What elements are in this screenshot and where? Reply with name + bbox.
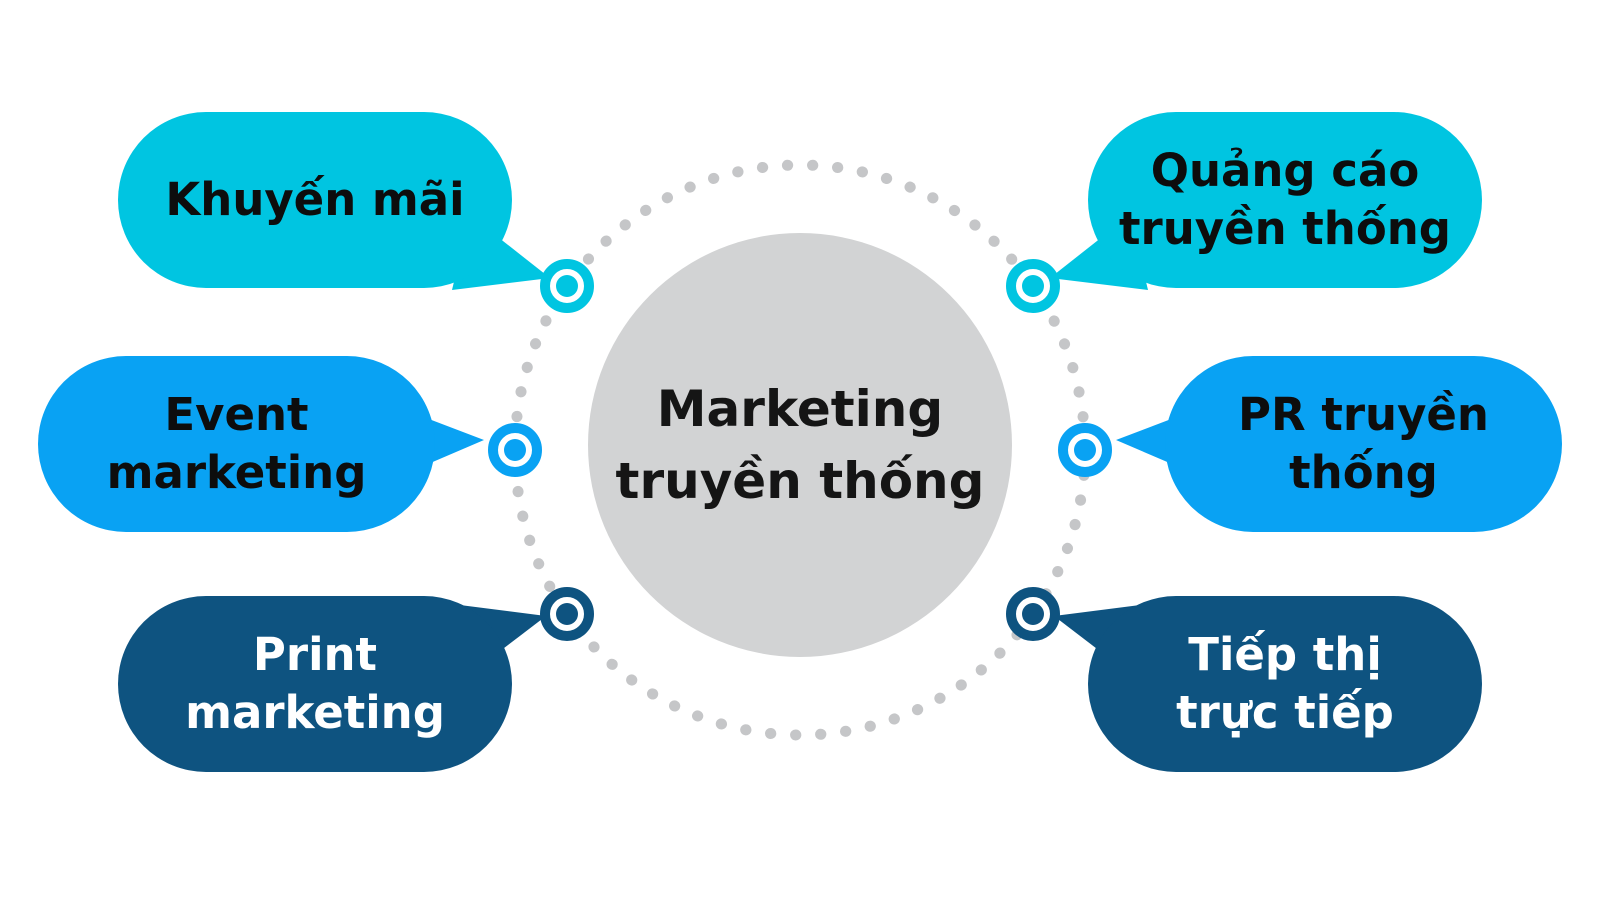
ring-icon-dot	[1074, 439, 1096, 461]
center-node: Marketing truyền thống	[588, 233, 1012, 657]
bubble-label: Print marketing	[185, 627, 445, 740]
bubble-pr-truyen-thong: PR truyền thống	[1165, 356, 1562, 532]
bubble-print-marketing: Print marketing	[118, 596, 512, 772]
ring-icon-upper-right	[1006, 259, 1060, 313]
bubble-label: Quảng cáo truyền thống	[1118, 143, 1451, 256]
bubble-label: Khuyến mãi	[165, 172, 465, 226]
bubble-event-marketing: Event marketing	[38, 356, 435, 532]
bubble-tiep-thi-truc-tiep: Tiếp thị trực tiếp	[1088, 596, 1482, 772]
bubble-khuyen-mai: Khuyến mãi	[118, 112, 512, 288]
ring-icon-middle-right	[1058, 423, 1112, 477]
ring-icon-lower-left	[540, 587, 594, 641]
ring-icon-lower-right	[1006, 587, 1060, 641]
bubble-quang-cao-truyen-thong: Quảng cáo truyền thống	[1088, 112, 1482, 288]
bubble-label: PR truyền thống	[1238, 387, 1489, 500]
bubble-label: Event marketing	[106, 387, 367, 500]
ring-icon-dot	[504, 439, 526, 461]
ring-icon-upper-left	[540, 259, 594, 313]
ring-icon-dot	[556, 275, 578, 297]
center-label: Marketing truyền thống	[615, 379, 985, 511]
ring-icon-dot	[1022, 275, 1044, 297]
bubble-label: Tiếp thị trực tiếp	[1176, 627, 1394, 740]
ring-icon-dot	[1022, 603, 1044, 625]
ring-icon-middle-left	[488, 423, 542, 477]
ring-icon-dot	[556, 603, 578, 625]
